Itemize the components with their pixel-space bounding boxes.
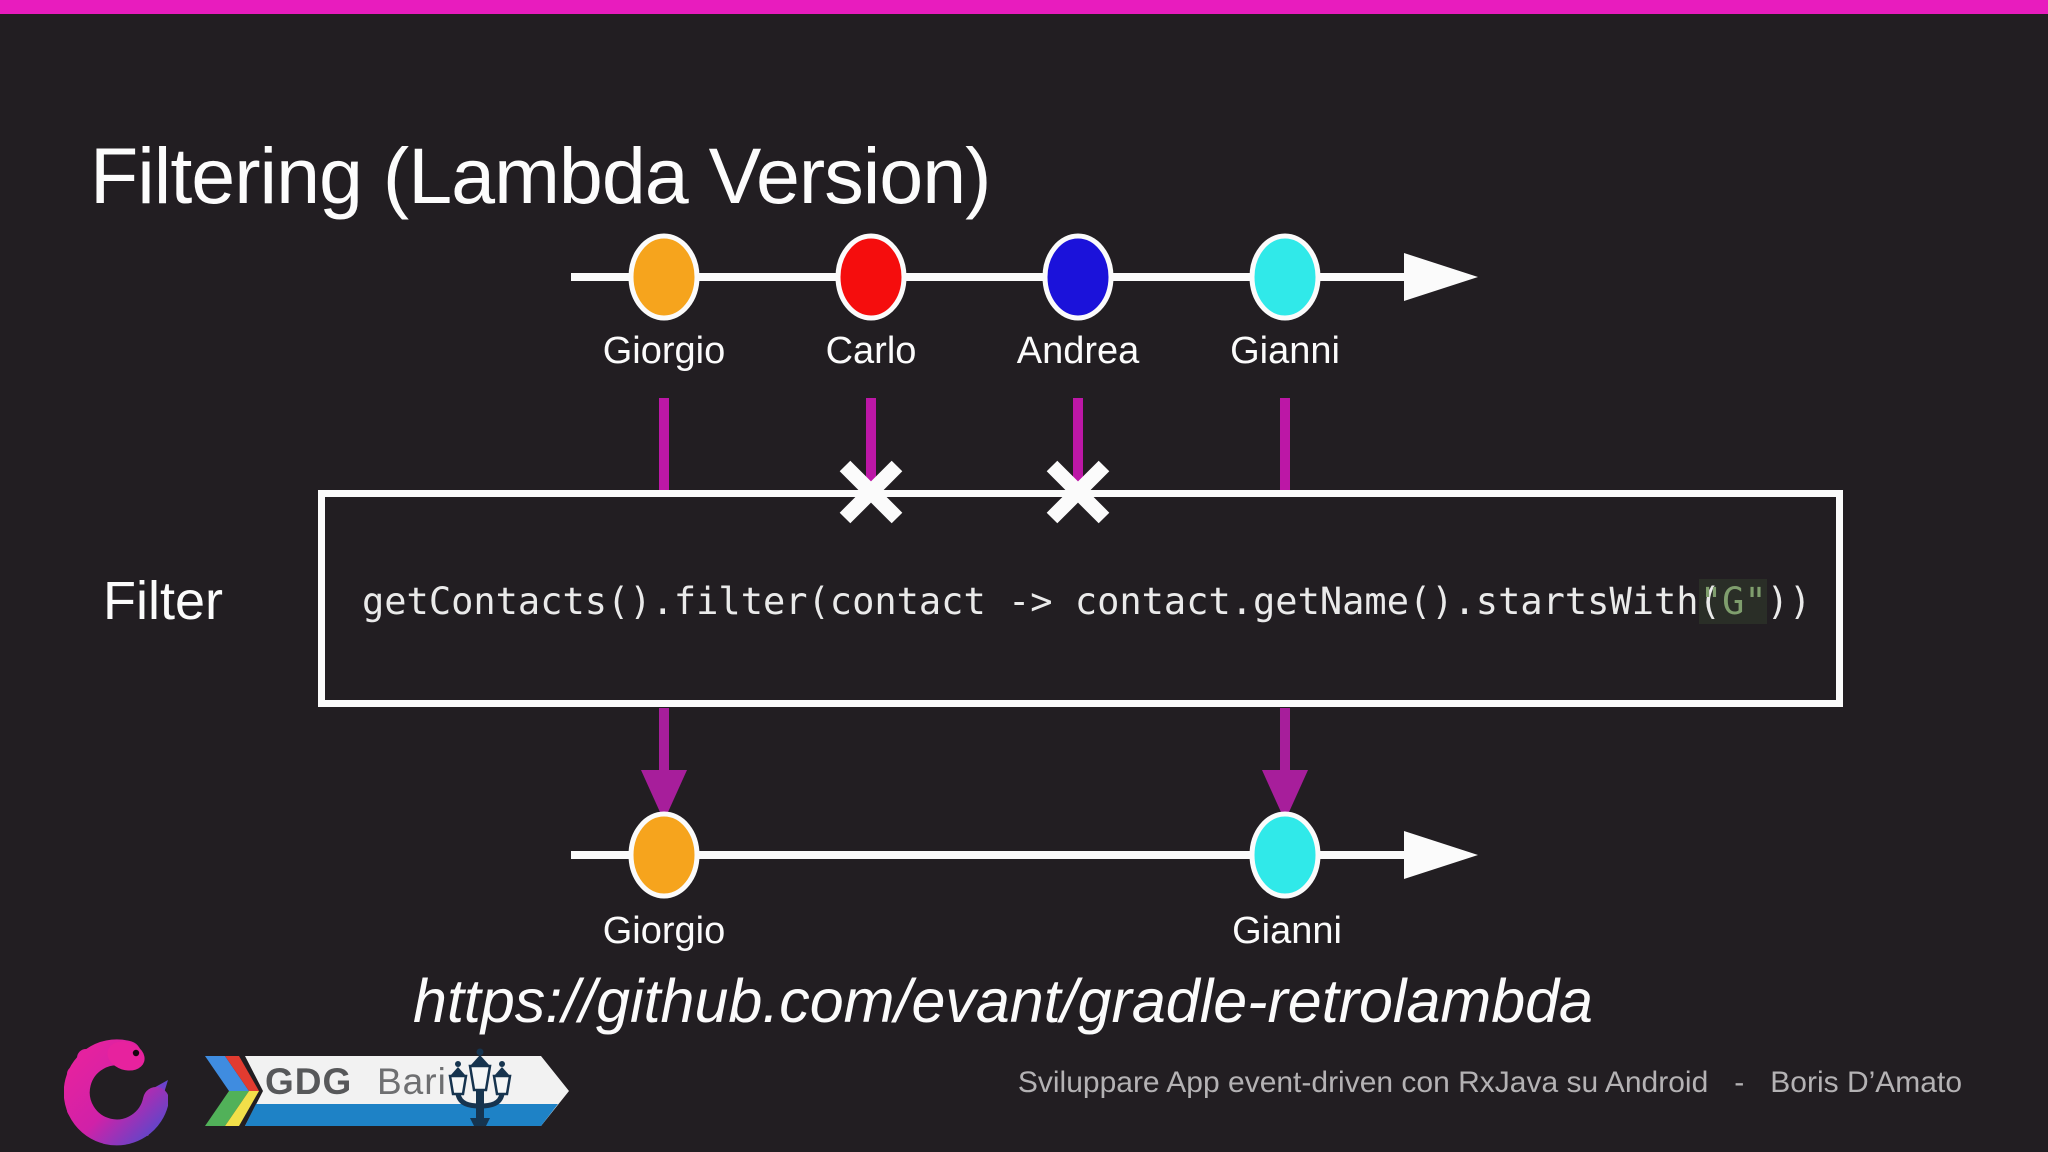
footer-talk-title: Sviluppare App event-driven con RxJava s… xyxy=(1017,1066,1709,1099)
gdg-badge-blue-stripe xyxy=(245,1104,558,1126)
emit-arrow-shaft-gianni xyxy=(1280,708,1290,772)
code-prefix: getContacts().filter(contact -> contact.… xyxy=(362,580,1699,623)
emit-arrow-head-giorgio xyxy=(641,770,687,821)
gdg-stripe-blue xyxy=(205,1056,249,1091)
code-lparen: ( xyxy=(1698,580,1721,623)
drop-line-giorgio xyxy=(659,398,669,492)
drop-line-carlo xyxy=(866,398,876,492)
emit-arrow-shaft-giorgio xyxy=(659,708,669,772)
gdg-stripe-green xyxy=(205,1091,249,1126)
gdg-stripe-yellow xyxy=(225,1091,259,1126)
code-string-arg: "G" xyxy=(1699,580,1767,623)
slide-title: Filtering (Lambda Version) xyxy=(90,131,991,220)
rxjava-logo-icon xyxy=(64,1039,168,1146)
drop-line-andrea xyxy=(1073,398,1083,492)
code-close: )) xyxy=(1766,580,1812,623)
filter-code: getContacts().filter(contact -> contact.… xyxy=(362,579,1812,624)
gdg-stripe-red xyxy=(225,1056,259,1091)
slide-accent-bar xyxy=(0,0,2048,14)
marble-input-gianni xyxy=(1249,233,1321,321)
footer-credit: Sviluppare App event-driven con RxJava s… xyxy=(1018,1066,1962,1100)
bari-lamp-icon xyxy=(448,1048,512,1126)
input-label-gianni: Gianni xyxy=(1230,330,1340,372)
input-stream-line xyxy=(571,273,1409,281)
filter-operator-label: Filter xyxy=(103,571,223,631)
input-label-giorgio: Giorgio xyxy=(602,330,726,372)
gdg-badge-shapes xyxy=(205,1048,569,1126)
gdg-city-label: Bari xyxy=(377,1061,447,1102)
code-highlight: ("G" xyxy=(1698,579,1767,624)
marble-input-giorgio xyxy=(628,233,700,321)
marble-output-gianni xyxy=(1249,811,1321,899)
marble-input-carlo xyxy=(835,233,907,321)
output-stream-arrowhead-icon xyxy=(1404,831,1478,879)
marble-input-andrea xyxy=(1042,233,1114,321)
drop-line-gianni xyxy=(1280,398,1290,492)
filtered-out-x-icon-andrea xyxy=(1046,460,1110,524)
input-label-carlo: Carlo xyxy=(825,330,917,372)
gdg-bari-badge: GDG Bari xyxy=(199,1044,571,1130)
footer-separator: - xyxy=(1734,1066,1745,1099)
output-label-gianni: Gianni xyxy=(1232,910,1342,952)
emit-arrow-head-gianni xyxy=(1262,770,1308,821)
rxjava-logo-eye xyxy=(132,1049,140,1057)
gdg-org-label: GDG xyxy=(265,1061,353,1102)
marble-output-giorgio xyxy=(628,811,700,899)
input-label-andrea: Andrea xyxy=(1016,330,1140,372)
github-url: https://github.com/evant/gradle-retrolam… xyxy=(413,967,1593,1035)
input-stream-arrowhead-icon xyxy=(1404,253,1478,301)
filtered-out-x-icon-carlo xyxy=(839,460,903,524)
output-stream-line xyxy=(571,851,1409,859)
footer-author: Boris D’Amato xyxy=(1770,1066,1962,1099)
output-label-giorgio: Giorgio xyxy=(602,910,726,952)
